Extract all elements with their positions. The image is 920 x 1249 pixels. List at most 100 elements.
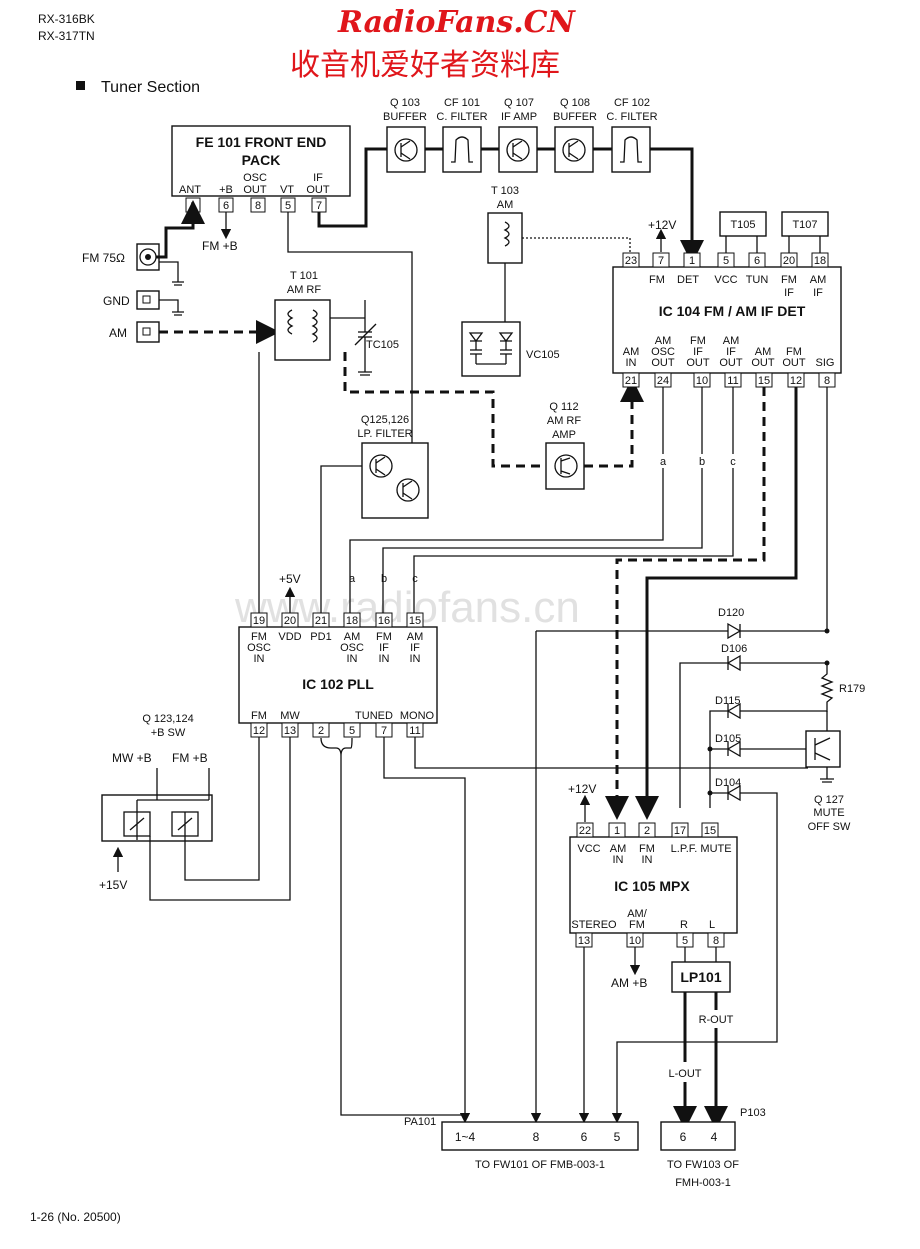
- lp101-box: [671, 961, 731, 993]
- d105-label: D105: [715, 733, 741, 745]
- d120-label: D120: [718, 607, 744, 619]
- cf101-ref: CF 101: [444, 97, 480, 109]
- ic105-pin: 13: [578, 935, 590, 947]
- t103-ref: T 103: [491, 185, 519, 197]
- d106-label: D106: [721, 643, 747, 655]
- t107-label: T107: [792, 219, 817, 231]
- q125-role: LP. FILTER: [357, 428, 412, 440]
- pa101-pin: 8: [533, 1130, 540, 1144]
- pa101-pin: 1~4: [455, 1130, 476, 1144]
- ic102-pin-label: FM: [376, 631, 392, 643]
- net-label-b: b: [381, 573, 387, 585]
- ic105-pin: 5: [682, 935, 688, 947]
- section-title: Tuner Section: [101, 79, 200, 96]
- ic105-pin-label: AM: [610, 843, 627, 855]
- ic102-pin-label: IN: [254, 653, 265, 665]
- t103-role: AM: [497, 199, 514, 211]
- section-bullet-icon: [76, 81, 85, 90]
- ic105-title: IC 105 MPX: [614, 878, 690, 894]
- ic104-top-pins: 23 7 1 5 6 20 18 FM DET VCC TUN FM IF AM…: [622, 252, 829, 299]
- pa101-ref: PA101: [404, 1116, 436, 1128]
- ic104-pin: 20: [783, 255, 795, 267]
- fe101-pin-num: 6: [223, 200, 229, 212]
- fm-b-label: FM +B: [202, 239, 238, 253]
- ic104-pin-label: OUT: [719, 357, 743, 369]
- q112-amp: [545, 442, 585, 490]
- pa101-pin: 5: [614, 1130, 621, 1144]
- ic104-title: IC 104 FM / AM IF DET: [659, 303, 806, 319]
- ic105-pin: 17: [674, 825, 686, 837]
- model-number-1: RX-316BK: [38, 12, 95, 26]
- diode-icon: [727, 622, 742, 640]
- fe101-pin-label: +B: [219, 184, 233, 196]
- q112-role-2: AMP: [552, 429, 576, 441]
- ic102-pin-label: IF: [410, 642, 420, 654]
- ic102-pin: 21: [315, 615, 327, 627]
- ic102-pin-label: MONO: [400, 710, 435, 722]
- ic104-pin: 1: [689, 255, 695, 267]
- fe101-pin-num: 1: [190, 200, 196, 212]
- ic102-pin: 16: [378, 615, 390, 627]
- cf101-role: C. FILTER: [436, 111, 487, 123]
- ic102-pin-label: MW: [280, 710, 300, 722]
- q107-role: IF AMP: [501, 111, 537, 123]
- q127-role: MUTE: [813, 807, 844, 819]
- ic104-pin-label: FM: [781, 274, 797, 286]
- vc105-label: VC105: [526, 349, 560, 361]
- gnd-label: GND: [103, 294, 130, 308]
- fe101-pin-label: OSC: [243, 172, 267, 184]
- ic105-top-pins: 22 1 2 17 15 VCC AM IN FM IN L.P.F. MUTE: [576, 822, 732, 866]
- brace-icon: [320, 737, 353, 757]
- ic104-pin: 6: [754, 255, 760, 267]
- ic105-pin-label: IN: [642, 854, 653, 866]
- pa101-destination: TO FW101 OF FMB-003-1: [475, 1159, 605, 1171]
- l-out-label: L-OUT: [669, 1068, 702, 1080]
- ic104-supply: +12V: [648, 218, 676, 232]
- fe101-pin-label: IF: [313, 172, 323, 184]
- q112-role: AM RF: [547, 415, 582, 427]
- cf102-ref: CF 102: [614, 97, 650, 109]
- ic105-pin: 10: [629, 935, 641, 947]
- fe101-pin-label: ANT: [179, 184, 201, 196]
- ic104-pin-label: OUT: [651, 357, 675, 369]
- coil-icon: [311, 309, 318, 343]
- ic104-pin: 23: [625, 255, 637, 267]
- top-if-chain: Q 103 BUFFER CF 101 C. FILTER Q 107 IF A…: [317, 97, 704, 264]
- ic104-pin-label: OUT: [782, 357, 806, 369]
- ic104-pin-label: IF: [693, 346, 703, 358]
- ic104-pin-label: AM: [810, 274, 827, 286]
- ic104-bottom-pins: AM IN AM OSC OUT FM IF OUT AM IF OUT AM …: [622, 335, 836, 388]
- ic104-pin-label: FM: [649, 274, 665, 286]
- p103-destination: TO FW103 OF: [667, 1159, 739, 1171]
- q103-role: BUFFER: [383, 111, 427, 123]
- ic105-pin-label: L.P.F.: [671, 843, 698, 855]
- ic104-pin-label: IF: [784, 287, 794, 299]
- transistor-icon: [562, 138, 586, 162]
- ic102-pin: 12: [253, 725, 265, 737]
- q125-lp-filter: [361, 442, 429, 519]
- ic105-pin: 15: [704, 825, 716, 837]
- transistor-icon: [394, 138, 418, 162]
- ic104-pin: 11: [727, 375, 738, 387]
- fet-icon: [554, 454, 578, 478]
- ic105-pin-label: AM/: [627, 908, 648, 920]
- p103-pin: 6: [680, 1130, 687, 1144]
- ic104-pin: 24: [657, 375, 669, 387]
- fe101-pin-label: OUT: [243, 184, 267, 196]
- t105-box: [719, 211, 767, 237]
- q103-ref: Q 103: [390, 97, 420, 109]
- cf102-role: C. FILTER: [606, 111, 657, 123]
- ic104-pin-label: AM: [723, 335, 740, 347]
- ic104-pin-label: IF: [726, 346, 736, 358]
- ic102-pin-label: FM: [251, 710, 267, 722]
- pa101-connector: [441, 1121, 639, 1151]
- ic102-pin-label: TUNED: [355, 710, 393, 722]
- ic104-pin-label: SIG: [816, 357, 835, 369]
- transistor-icon: [506, 138, 530, 162]
- p103-connector: [660, 1121, 736, 1151]
- ic102-pin: 11: [409, 725, 420, 737]
- ic105-pin-label: VCC: [577, 843, 600, 855]
- fe101-title-2: PACK: [242, 152, 281, 168]
- ic105-pin: 22: [579, 825, 591, 837]
- q127-mute-switch: [805, 730, 841, 768]
